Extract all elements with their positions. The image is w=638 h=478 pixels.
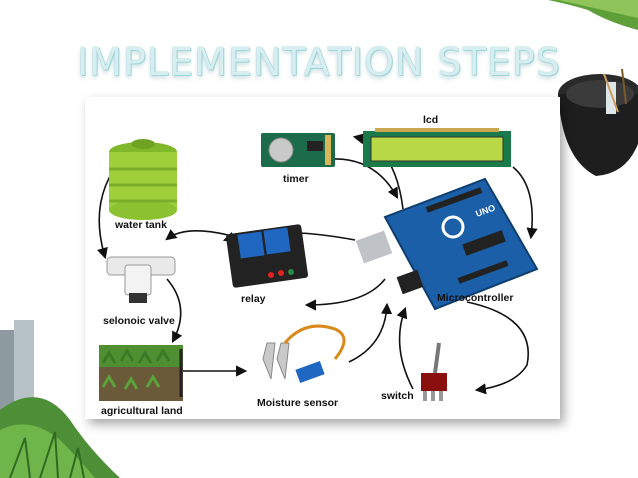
relay-module-image bbox=[226, 224, 308, 288]
lcd-display-image bbox=[363, 128, 511, 167]
arrow-valve-to-land bbox=[166, 278, 183, 343]
solenoid-valve-image bbox=[106, 256, 176, 303]
label-water-tank: water tank bbox=[114, 219, 167, 231]
label-valve: selonoic valve bbox=[103, 315, 175, 327]
agricultural-land-image bbox=[99, 345, 183, 401]
toggle-switch-image bbox=[421, 342, 447, 401]
arrow-controller-to-switch bbox=[466, 301, 529, 395]
arrow-sensor-to-controller bbox=[348, 302, 393, 363]
system-diagram: water tank timer lcd UNO Microcontroller… bbox=[97, 114, 539, 417]
arrow-switch-to-controller bbox=[396, 306, 414, 390]
bucket-photo bbox=[558, 68, 638, 176]
arduino-board-image: UNO bbox=[355, 177, 539, 311]
water-tank-image bbox=[109, 139, 177, 220]
timer-module-image bbox=[261, 133, 335, 167]
arrow-relay-to-valve bbox=[165, 229, 229, 241]
arrow-controller-to-relay-lower bbox=[304, 278, 386, 311]
grass-corner-top-right bbox=[548, 0, 638, 30]
diagram-panel: water tank timer lcd UNO Microcontroller… bbox=[85, 97, 560, 419]
label-switch: switch bbox=[381, 390, 414, 402]
slide-title: IMPLEMENTATION STEPS bbox=[77, 40, 561, 84]
label-land: agricultural land bbox=[101, 405, 183, 417]
moisture-sensor-image bbox=[262, 324, 346, 384]
label-relay: relay bbox=[241, 293, 266, 305]
pipe-grass-corner bbox=[0, 320, 120, 478]
arrow-lcd-to-controller bbox=[512, 166, 538, 240]
label-lcd: lcd bbox=[423, 114, 438, 126]
label-sensor: Moisture sensor bbox=[257, 397, 338, 409]
label-microcontroller: Microcontroller bbox=[437, 292, 513, 304]
label-timer: timer bbox=[283, 173, 309, 185]
arrow-timer-to-controller bbox=[330, 158, 399, 199]
